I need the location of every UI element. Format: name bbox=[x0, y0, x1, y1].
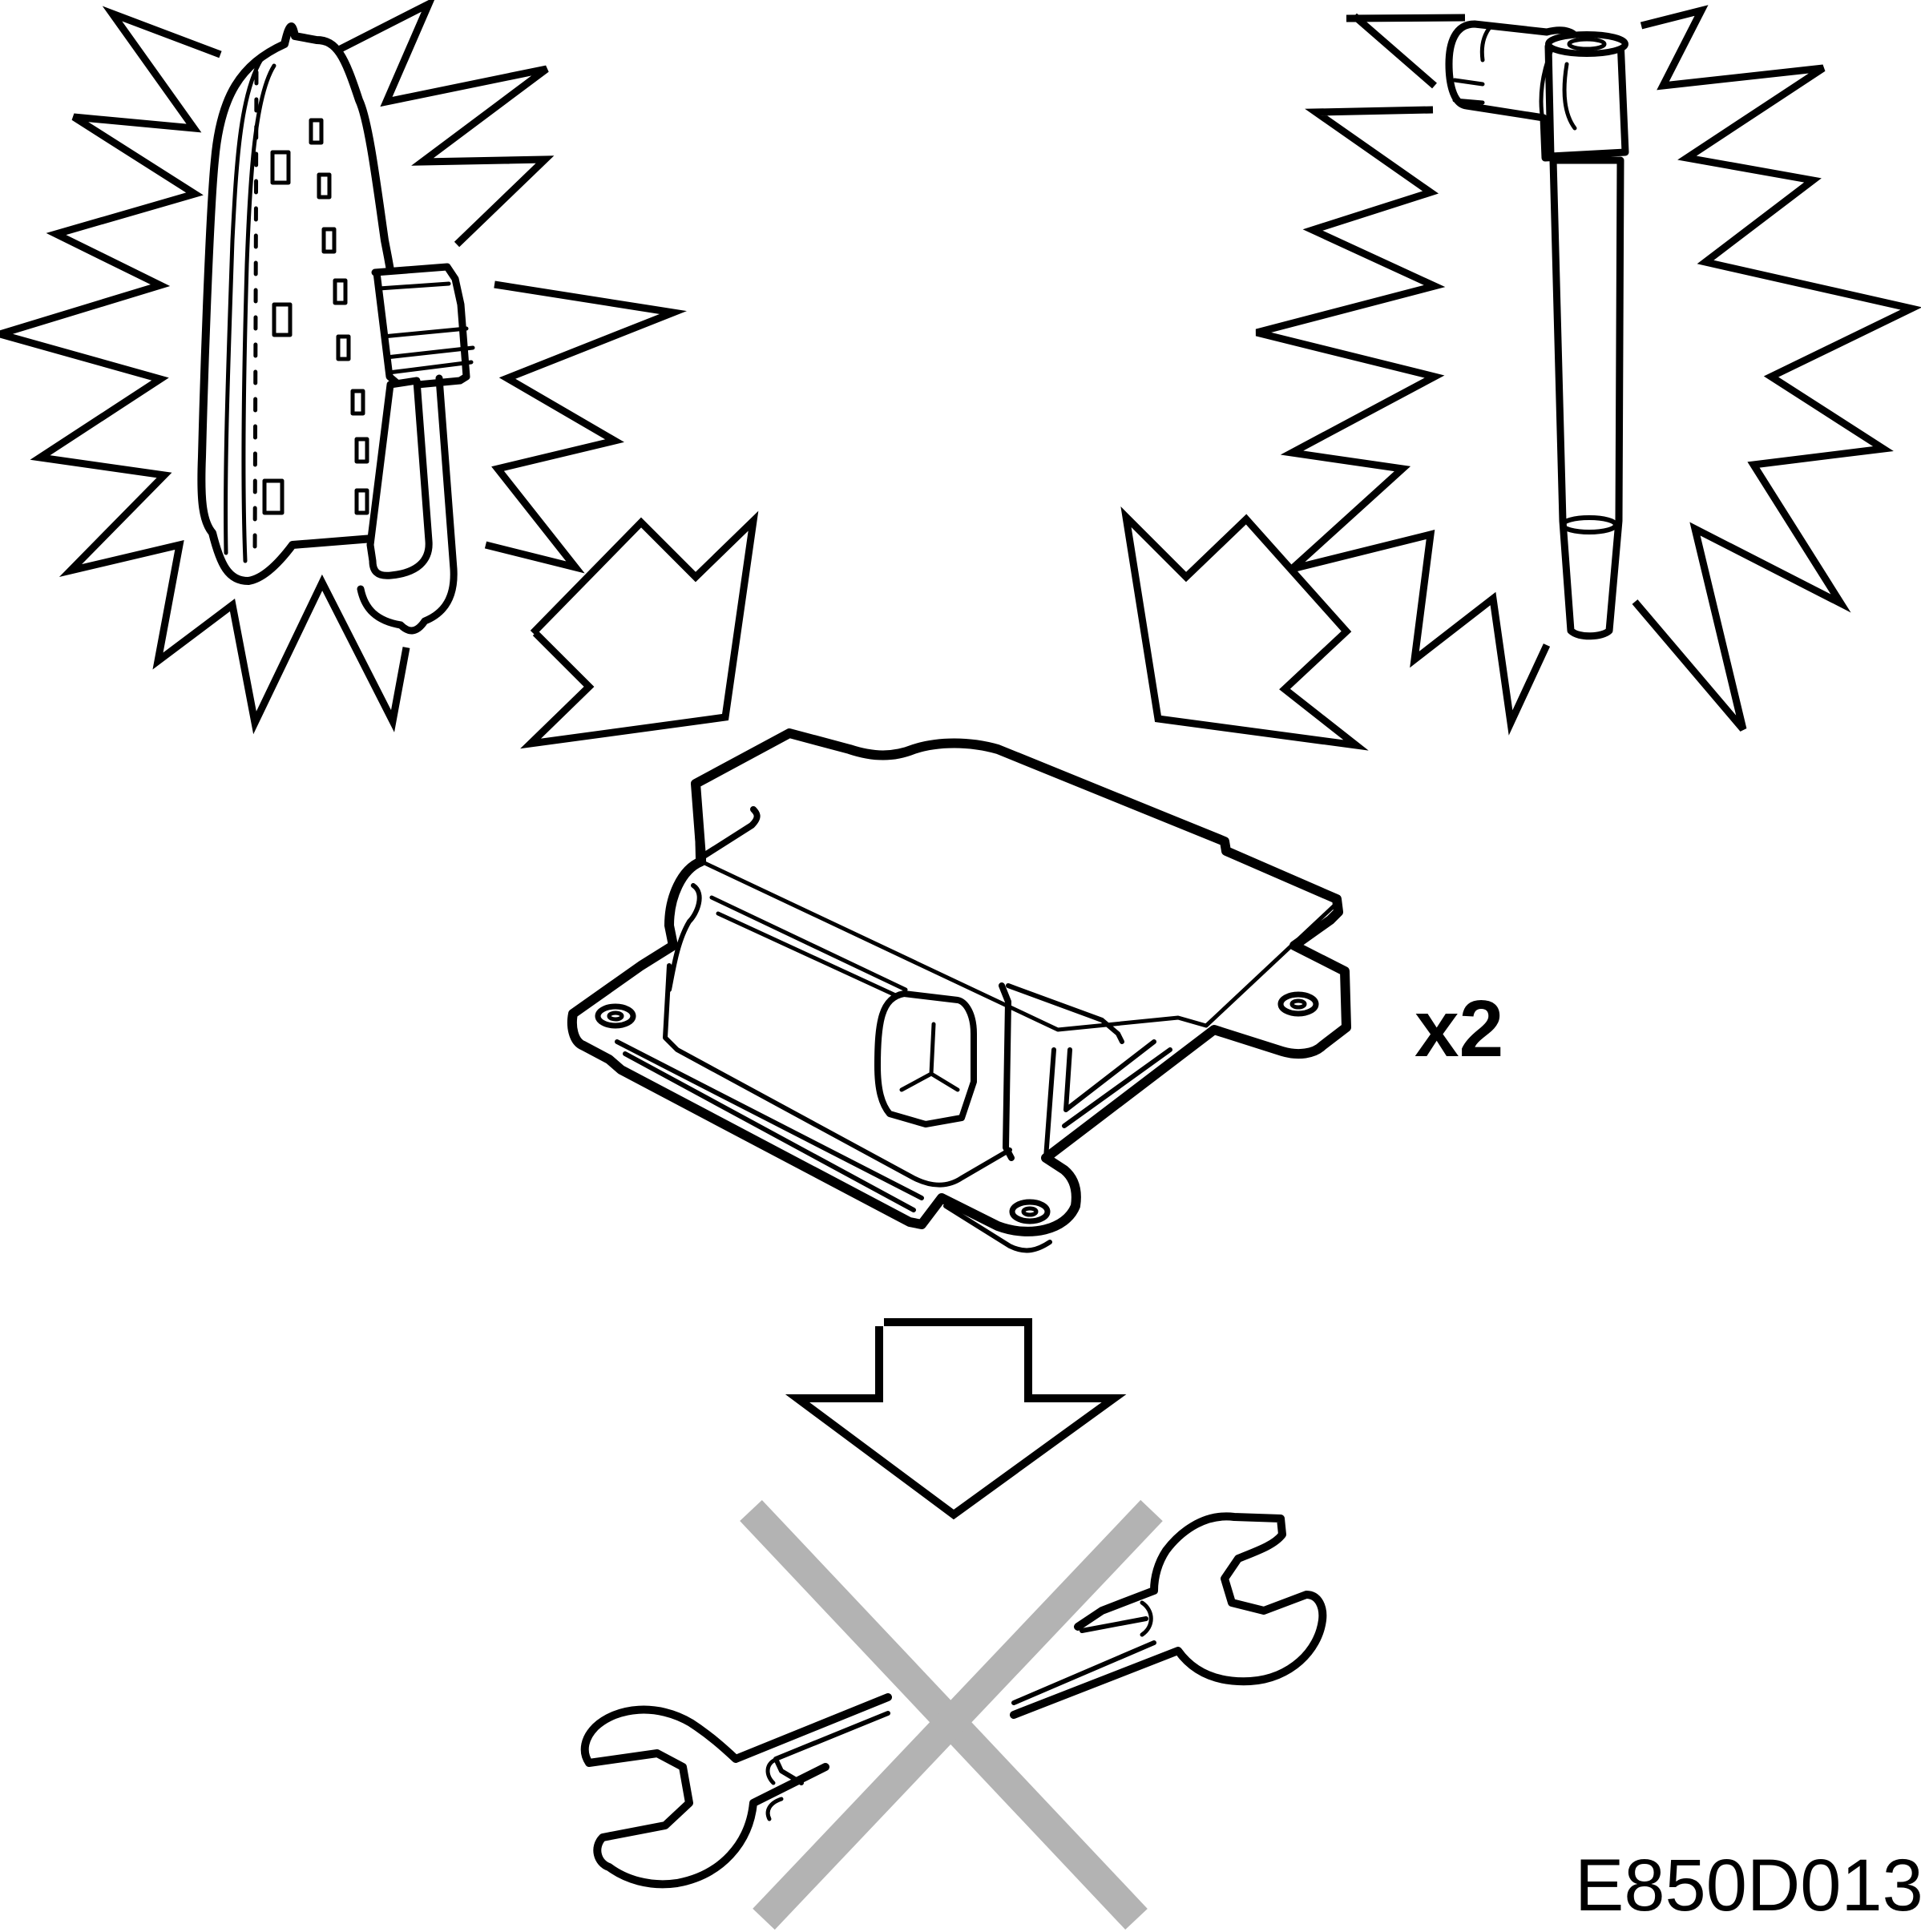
explosion-burst-icon-right bbox=[1255, 5, 1921, 736]
down-arrow-icon bbox=[785, 1318, 1127, 1520]
inward-arrow-icon-right bbox=[1120, 506, 1369, 751]
airbag-control-unit-icon bbox=[567, 728, 1351, 1253]
pretensioner-tube-icon bbox=[1445, 20, 1629, 640]
wrench-icon-left bbox=[580, 1693, 892, 1889]
figure-code: E850D013 bbox=[1575, 1845, 1921, 1926]
multiplier-label: x2 bbox=[1415, 984, 1503, 1074]
wrench-icon-right bbox=[1010, 1512, 1327, 1719]
inward-arrow-icon-left bbox=[520, 510, 759, 749]
prohibit-cross-icon bbox=[740, 1499, 1163, 1930]
side-airbag-module-icon bbox=[197, 22, 475, 635]
explosion-burst-icon-left bbox=[0, 0, 687, 735]
